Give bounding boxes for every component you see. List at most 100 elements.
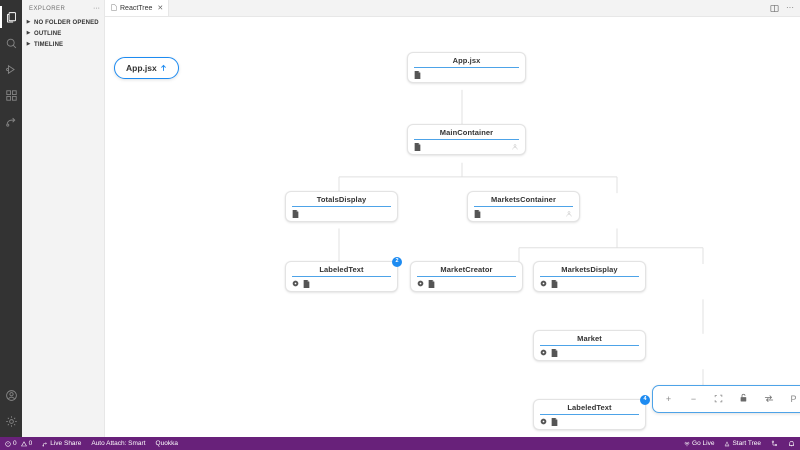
editor-actions: ··· xyxy=(770,0,800,16)
tree-icon xyxy=(724,440,730,447)
state-icon[interactable] xyxy=(292,280,299,287)
settings-gear-icon[interactable] xyxy=(0,408,22,434)
quokka-status[interactable]: Quokka xyxy=(151,437,183,450)
node-title: MainContainer xyxy=(439,128,494,137)
app-jsx-chip[interactable]: App.jsx xyxy=(114,57,179,79)
status-bar-right: Go Live Start Tree xyxy=(679,437,800,450)
zoom-out-button[interactable]: − xyxy=(681,390,706,408)
node-title: MarketsDisplay xyxy=(561,265,618,274)
node-title: App.jsx xyxy=(452,56,481,65)
tree-node-marketscontainer[interactable]: MarketsContainer xyxy=(467,191,580,222)
state-icon[interactable] xyxy=(417,280,424,287)
explorer-sidebar: EXPLORER ··· ▶ NO FOLDER OPENED ▶ OUTLIN… xyxy=(22,0,105,437)
node-footer xyxy=(408,68,525,82)
zoom-in-button[interactable]: + xyxy=(656,390,681,408)
split-editor-icon[interactable] xyxy=(770,4,779,13)
node-title: LabeledText xyxy=(567,403,612,412)
status-bar: 0 0 Live Share Auto Attach: Smart Quokka… xyxy=(0,437,800,450)
tree-node-maincontainer[interactable]: MainContainer xyxy=(407,124,526,155)
search-icon[interactable] xyxy=(0,30,22,56)
fit-view-button[interactable] xyxy=(706,390,731,408)
bell-status[interactable] xyxy=(783,437,800,450)
file-icon[interactable] xyxy=(414,142,421,151)
remote-status[interactable] xyxy=(766,437,783,450)
tree-node-marketcreator[interactable]: MarketCreator xyxy=(410,261,523,292)
node-footer xyxy=(468,207,579,221)
auto-attach-status[interactable]: Auto Attach: Smart xyxy=(86,437,150,450)
remote-icon xyxy=(771,440,778,447)
tab-bar: ReactTree ✕ ··· xyxy=(105,0,800,17)
sidebar-more-actions-icon[interactable]: ··· xyxy=(93,5,100,12)
upload-icon[interactable] xyxy=(160,64,167,73)
go-live-status[interactable]: Go Live xyxy=(679,437,719,450)
canvas-toolbar[interactable]: + − xyxy=(652,385,800,413)
parent-toggle-button[interactable]: P xyxy=(781,390,800,408)
sidebar-item-label: OUTLINE xyxy=(34,30,62,37)
go-live-label: Go Live xyxy=(692,440,715,447)
tree-node-market[interactable]: Market xyxy=(533,330,646,361)
node-underline xyxy=(292,276,391,277)
zoom-out-label: − xyxy=(690,394,697,404)
node-footer xyxy=(286,207,397,221)
fit-view-icon xyxy=(714,390,723,408)
warning-icon xyxy=(20,440,27,447)
tree-node-labeledtext-1[interactable]: 2 LabeledText xyxy=(285,257,402,292)
close-icon[interactable]: ✕ xyxy=(157,5,164,12)
node-footer xyxy=(286,277,397,291)
warning-count: 0 xyxy=(28,440,33,447)
error-count: 0 xyxy=(13,440,17,447)
lock-icon xyxy=(739,390,748,408)
state-icon[interactable] xyxy=(540,418,547,425)
file-icon[interactable] xyxy=(414,70,421,79)
node-footer xyxy=(408,140,525,154)
file-icon[interactable] xyxy=(303,279,310,288)
react-tree-canvas[interactable]: App.jsx MainContainer xyxy=(105,17,800,437)
explorer-icon[interactable] xyxy=(0,4,22,30)
tree-node-app-jsx[interactable]: App.jsx xyxy=(407,52,526,83)
file-icon[interactable] xyxy=(551,279,558,288)
file-icon[interactable] xyxy=(551,417,558,426)
tree-connector-lines xyxy=(338,89,704,404)
file-icon[interactable] xyxy=(551,348,558,357)
problems-status[interactable]: 0 0 xyxy=(0,437,37,450)
tree-node-marketsdisplay[interactable]: MarketsDisplay xyxy=(533,261,646,292)
extensions-icon[interactable] xyxy=(0,82,22,108)
sidebar-title: EXPLORER xyxy=(29,5,66,12)
chip-label: App.jsx xyxy=(126,63,157,73)
node-title: Market xyxy=(577,334,602,343)
broadcast-icon xyxy=(684,441,690,447)
node-underline xyxy=(540,345,639,346)
run-and-debug-icon[interactable] xyxy=(0,56,22,82)
start-tree-status[interactable]: Start Tree xyxy=(719,437,766,450)
context-icon[interactable] xyxy=(565,210,573,218)
live-share-icon[interactable] xyxy=(0,108,22,134)
state-count-badge: 4 xyxy=(640,395,650,405)
bell-icon xyxy=(788,440,795,447)
state-icon[interactable] xyxy=(540,349,547,356)
node-footer xyxy=(534,415,645,429)
node-footer xyxy=(534,277,645,291)
sidebar-item-no-folder-opened[interactable]: ▶ NO FOLDER OPENED xyxy=(22,17,104,28)
accounts-icon[interactable] xyxy=(0,382,22,408)
tab-label: ReactTree xyxy=(120,4,153,12)
live-share-status[interactable]: Live Share xyxy=(37,437,86,450)
file-icon[interactable] xyxy=(292,209,299,218)
state-icon[interactable] xyxy=(540,280,547,287)
sidebar-item-label: NO FOLDER OPENED xyxy=(34,19,99,26)
tree-node-totalsdisplay[interactable]: TotalsDisplay xyxy=(285,191,398,222)
context-icon[interactable] xyxy=(511,143,519,151)
file-icon[interactable] xyxy=(474,209,481,218)
node-title: LabeledText xyxy=(319,265,364,274)
sidebar-item-timeline[interactable]: ▶ TIMELINE xyxy=(22,39,104,50)
file-icon[interactable] xyxy=(428,279,435,288)
start-tree-label: Start Tree xyxy=(732,440,761,447)
node-footer xyxy=(411,277,522,291)
more-actions-icon[interactable]: ··· xyxy=(786,3,794,12)
tab-reacttree[interactable]: ReactTree ✕ xyxy=(105,0,170,16)
tree-node-labeledtext-2[interactable]: 4 LabeledText xyxy=(533,395,650,430)
node-title: MarketCreator xyxy=(440,265,493,274)
lock-button[interactable] xyxy=(731,390,756,408)
node-underline xyxy=(414,67,519,68)
orientation-button[interactable] xyxy=(756,390,781,408)
sidebar-item-outline[interactable]: ▶ OUTLINE xyxy=(22,28,104,39)
